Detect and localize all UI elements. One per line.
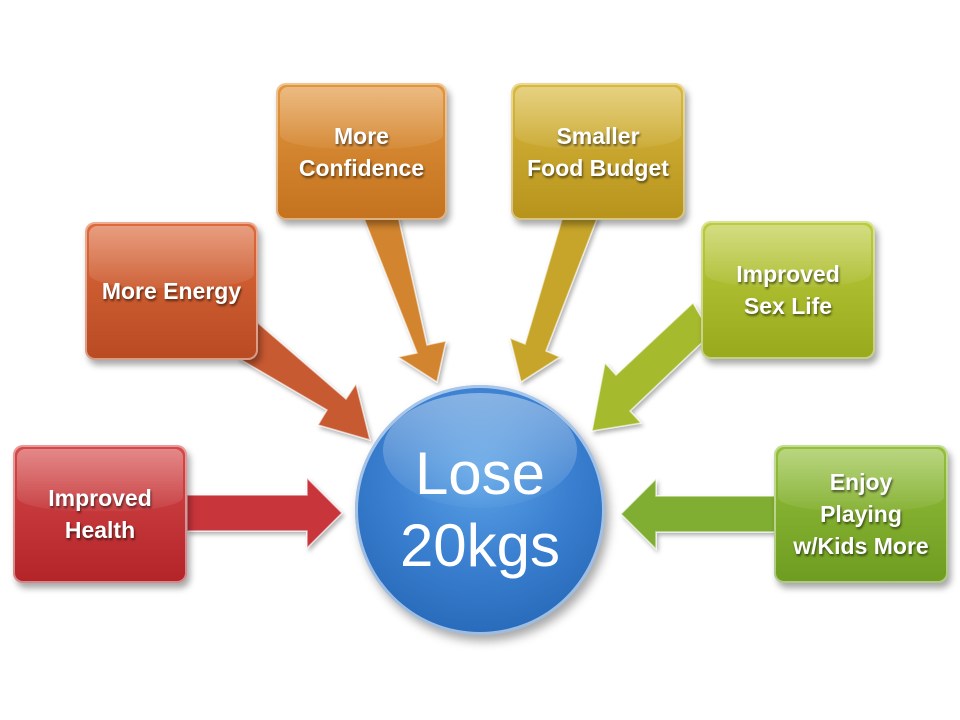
arrow-more-confidence	[361, 215, 447, 384]
arrow-more-energy	[236, 321, 372, 442]
benefit-enjoy-playing: Enjoy Playing w/Kids More	[774, 445, 948, 583]
arrow-smaller-food-budget	[508, 215, 600, 384]
arrow-improved-sex-life	[591, 301, 712, 432]
benefit-improved-health: Improved Health	[13, 445, 187, 583]
benefit-label: Improved Sex Life	[736, 261, 840, 319]
goal-label: Lose 20kgs	[399, 440, 561, 579]
benefit-label: Improved Health	[48, 485, 152, 543]
benefit-label: More Confidence	[298, 122, 425, 181]
benefit-more-energy: More Energy	[85, 222, 258, 360]
benefit-label: More Energy	[101, 278, 242, 304]
arrow-enjoy-playing	[619, 477, 777, 551]
benefit-label: Smaller Food Budget	[527, 122, 669, 181]
goal-circle: Lose 20kgs	[355, 385, 605, 635]
arrow-improved-health	[186, 476, 344, 550]
benefit-more-confidence: More Confidence	[276, 83, 447, 220]
benefit-label: Enjoy Playing w/Kids More	[793, 469, 929, 559]
benefit-smaller-food-budget: Smaller Food Budget	[511, 83, 685, 220]
benefit-improved-sex-life: Improved Sex Life	[701, 221, 875, 359]
